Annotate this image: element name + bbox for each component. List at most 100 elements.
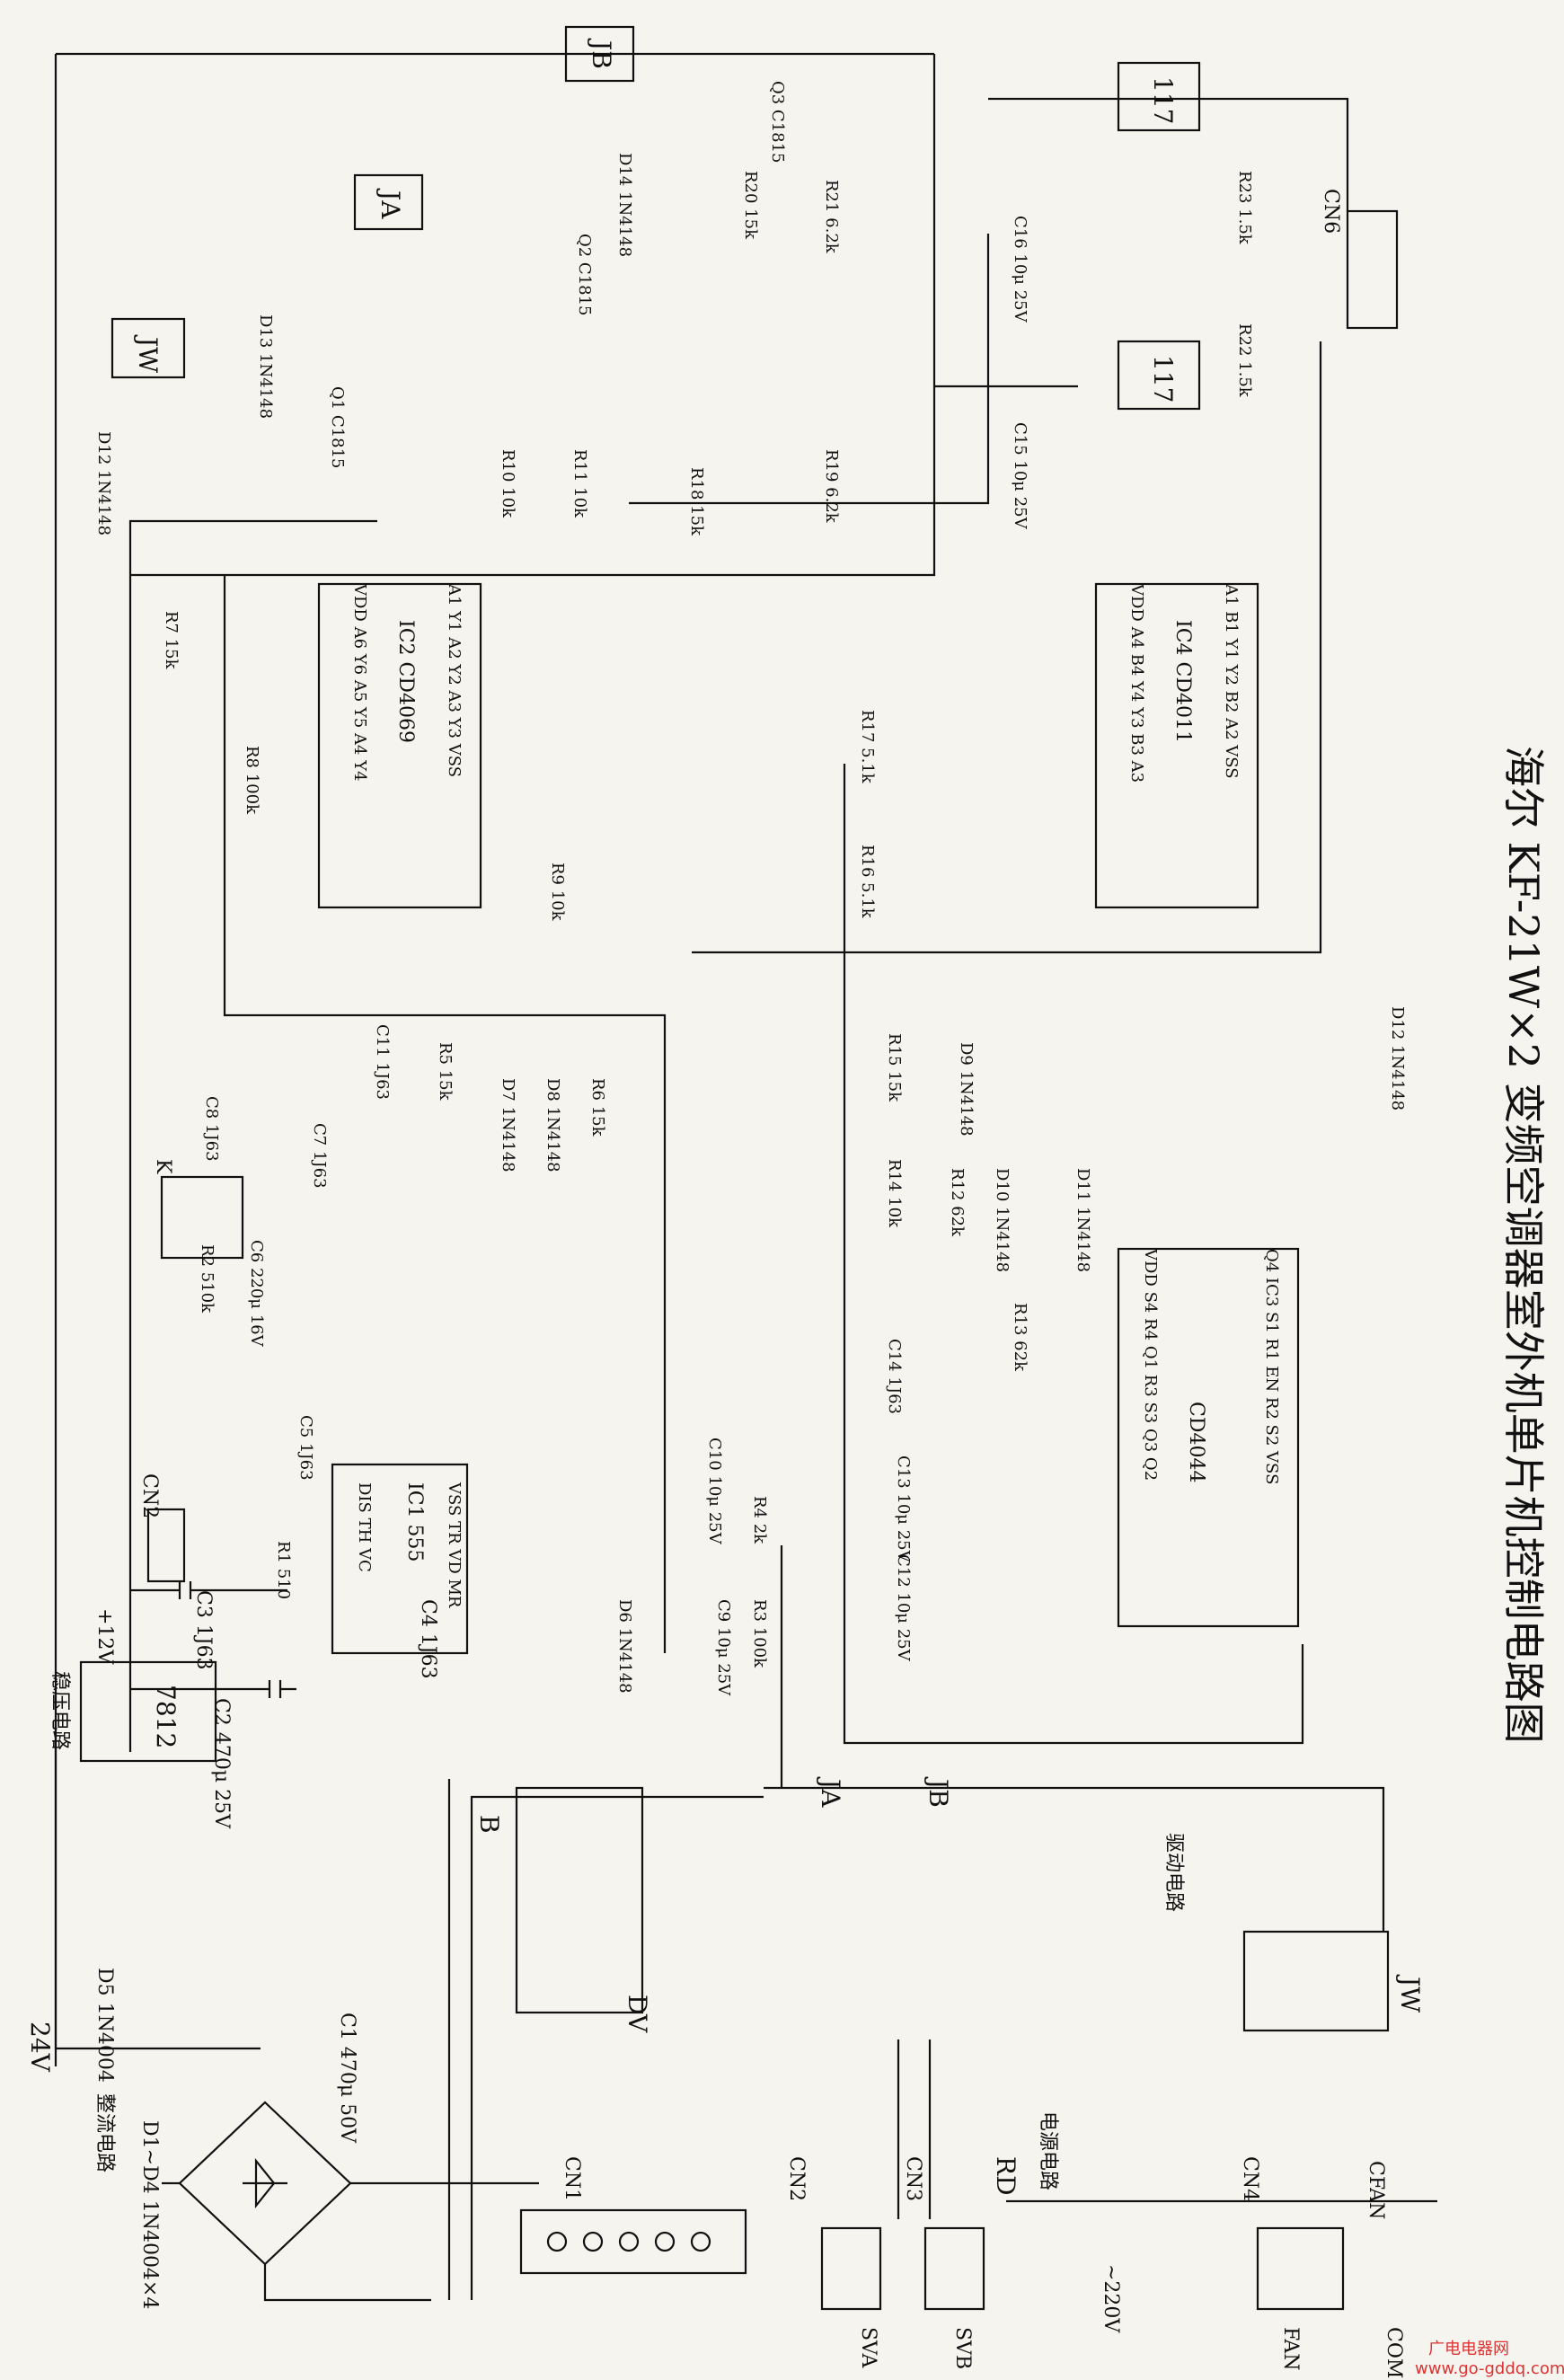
label-pc2: 117 [1148, 76, 1178, 124]
connector-cn6 [1346, 209, 1399, 330]
ic1-pins-bot: VSS TR VD MR [445, 1482, 464, 1608]
ic4-cd4011 [1094, 582, 1259, 909]
ic2-cd4069 [317, 582, 482, 909]
ic1-pins-top: DIS TH VC [355, 1482, 374, 1572]
connector-cn1 [519, 2208, 747, 2275]
terminal-ac: ~220V [1100, 2264, 1122, 2333]
label-R15: R15 15k [885, 1033, 904, 1102]
label-7812: 7812 [151, 1685, 181, 1748]
ic4-name: IC4 CD4011 [1171, 620, 1194, 743]
label-CN1: CN1 [561, 2156, 583, 2201]
label-DV: DV [623, 1995, 652, 2033]
label-C4: C4 1J63 [417, 1599, 439, 1679]
label-R7: R7 15k [162, 611, 181, 670]
label-R2: R2 510k [198, 1244, 216, 1314]
label-R22: R22 1.5k [1235, 323, 1254, 398]
connector-cn4 [1256, 2226, 1345, 2311]
terminal-sva: SVA [857, 2327, 879, 2368]
label-CN3: CN3 [902, 2156, 924, 2201]
label-C8: C8 1J63 [202, 1096, 221, 1162]
label-R17: R17 5.1k [858, 710, 877, 784]
label-C10: C10 10μ 25V [705, 1438, 724, 1545]
label-R5: R5 15k [436, 1042, 455, 1102]
label-drive: 驱动电路 [1162, 1833, 1185, 1912]
label-12v: +12V [93, 1608, 116, 1665]
label-power: 电源电路 [1037, 2111, 1059, 2190]
ic4-row-top: VDD A4 B4 Y4 Y3 B3 A3 [1127, 583, 1146, 783]
connector-cn3 [923, 2226, 985, 2311]
label-R4: R4 2k [750, 1496, 769, 1544]
label-D12b: D12 1N4148 [1388, 1006, 1407, 1110]
label-q1: Q1 C1815 [328, 386, 347, 469]
terminal-com: COM [1383, 2327, 1405, 2378]
label-R19: R19 6.2k [822, 449, 841, 524]
label-R8: R8 100k [243, 746, 261, 815]
pc1-117 [1117, 340, 1201, 411]
label-regulator: 稳压电路 [49, 1671, 71, 1750]
ic2-row-bot: A1 Y1 A2 Y2 A3 Y3 VSS [445, 583, 464, 777]
label-C12: C12 10μ 25V [894, 1554, 913, 1662]
switch-ja: JA [816, 1776, 845, 1808]
label-R9: R9 10k [548, 863, 567, 922]
label-D11: D11 1N4148 [1074, 1168, 1092, 1272]
label-R16: R16 5.1k [858, 845, 877, 919]
label-C15: C15 10μ 25V [1011, 422, 1029, 530]
label-jw: JW [133, 334, 163, 373]
label-C11: C11 1J63 [373, 1024, 392, 1100]
label-K: K [152, 1159, 174, 1174]
terminal-svb: SVB [951, 2327, 974, 2369]
label-cfan: CFAN [1365, 2161, 1387, 2219]
ic3-name: CD4044 [1185, 1402, 1207, 1482]
label-ja: JA [376, 188, 405, 219]
connector-cn5 [146, 1508, 186, 1583]
relay-ja [353, 173, 424, 231]
ic4-row-bot: A1 B1 Y1 Y2 B2 A2 VSS [1222, 583, 1241, 779]
ic3-row-bot: Q4 IC3 S1 R1 EN R2 S2 VSS [1262, 1249, 1281, 1484]
label-B: B [474, 1815, 504, 1834]
label-C2: C2 470μ 25V [210, 1698, 233, 1829]
label-D9: D9 1N4148 [957, 1042, 976, 1137]
label-D13: D13 1N4148 [256, 314, 275, 419]
label-R14: R14 10k [885, 1159, 904, 1228]
label-R20: R20 15k [741, 171, 760, 240]
label-D8: D8 1N4148 [543, 1078, 562, 1172]
terminal-fan: FAN [1279, 2327, 1302, 2371]
watermark-top: 广电电器网 [1428, 2340, 1509, 2358]
label-q3: Q3 C1815 [768, 81, 787, 164]
label-CN2: CN2 [785, 2156, 808, 2201]
label-C5: C5 1J63 [296, 1415, 315, 1481]
transformer-b [515, 1786, 644, 2014]
label-D14: D14 1N4148 [615, 153, 634, 257]
pc2-117 [1117, 61, 1201, 132]
label-C13: C13 10μ 25V [894, 1455, 913, 1563]
relay-jw [110, 317, 186, 379]
label-rectifier: 整流电路 [93, 2093, 116, 2172]
label-C6: C6 220μ 16V [247, 1240, 266, 1348]
label-RD: RD [991, 2156, 1021, 2196]
label-R1: R1 510 [274, 1541, 293, 1599]
diagram-title: 海尔 KF-21W×2 变频空调器室外机单片机控制电路图 [1499, 746, 1548, 1744]
label-C16: C16 10μ 25V [1011, 216, 1029, 323]
ic2-name: IC2 CD4069 [394, 620, 417, 743]
label-C7: C7 1J63 [310, 1123, 329, 1189]
label-C14: C14 1J63 [885, 1339, 904, 1414]
ic1-555 [331, 1463, 469, 1655]
ic3-row-top: VDD S4 R4 Q1 R3 S3 Q3 Q2 [1141, 1248, 1160, 1481]
switch-jw: JW [1395, 1974, 1425, 2013]
label-R10: R10 10k [499, 449, 517, 518]
label-C3: C3 1J63 [192, 1590, 215, 1670]
label-pc1: 117 [1148, 355, 1178, 403]
label-R21: R21 6.2k [822, 180, 841, 254]
switch-jb: JB [923, 1776, 953, 1808]
label-q2: Q2 C1815 [575, 234, 594, 316]
label-D12a: D12 1N4148 [94, 431, 113, 535]
ic3-cd4044 [1117, 1247, 1300, 1628]
label-C9: C9 10μ 25V [714, 1599, 733, 1696]
regulator-7812 [79, 1660, 217, 1763]
label-D10: D10 1N4148 [993, 1168, 1012, 1272]
connector-cn2 [820, 2226, 882, 2311]
label-CN6: CN6 [1320, 189, 1342, 234]
rectifier-bridge [162, 2101, 539, 2302]
label-D6: D6 1N4148 [615, 1599, 634, 1694]
